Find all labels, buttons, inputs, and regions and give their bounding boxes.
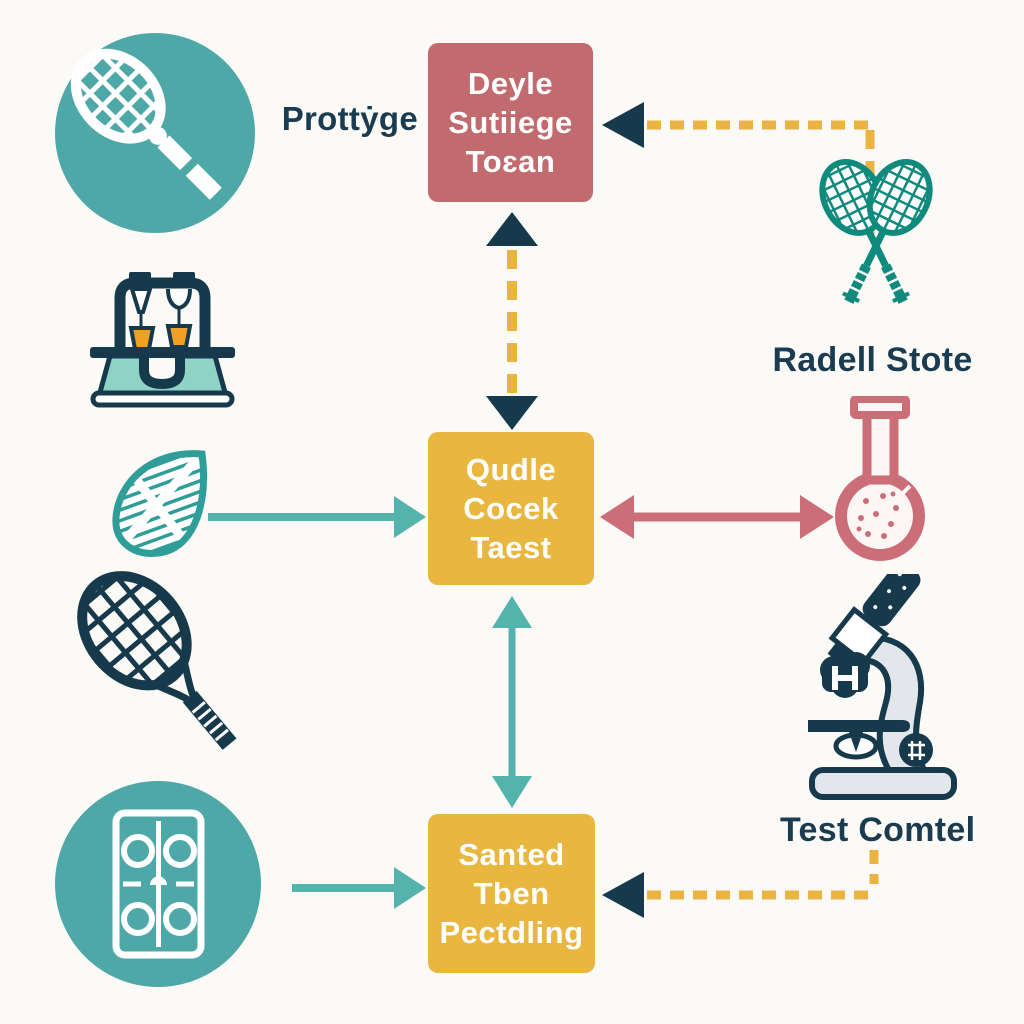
flow-box-bottom: Santed Tben Pectdling — [428, 814, 595, 973]
flow-box-top-line2: Sutiiege — [448, 105, 573, 140]
label-prototype: Prottẏge — [281, 100, 418, 137]
flow-box-top-line1: Deyle — [467, 66, 554, 101]
flow-box-bottom-line2: Tben — [473, 876, 550, 911]
flow-box-top: Deyle Sutiiege Toɛan — [428, 43, 593, 202]
dashed-arrow-top — [602, 102, 875, 234]
flow-box-middle: Qudle Cocek Taest — [428, 432, 594, 585]
court-diagram-in-teal-circle-icon — [55, 781, 261, 987]
flow-box-middle-line2: Cocek — [463, 491, 559, 526]
flow-box-bottom-line1: Santed — [458, 837, 565, 872]
shuttlecock-head-icon — [112, 450, 207, 557]
flow-box-middle-line1: Qudle — [465, 452, 557, 487]
flow-box-bottom-line3: Pectdling — [439, 915, 584, 950]
label-test-comtel: Test Comtel — [780, 811, 976, 849]
tennis-racket-icon — [60, 566, 237, 750]
microscope-icon — [808, 574, 957, 800]
rose-double-arrow-horizontal — [600, 495, 834, 539]
teal-arrow-middle-left — [208, 496, 426, 538]
teal-double-arrow-vertical — [492, 596, 532, 808]
testing-machine-icon — [90, 272, 235, 408]
label-radell-stote: Radell Stote — [772, 341, 973, 379]
round-flask-icon — [835, 396, 925, 561]
dashed-double-arrow-vertical — [486, 212, 538, 430]
crossed-rackets-icon — [811, 156, 941, 304]
dashed-arrow-bottom — [602, 850, 879, 918]
tennis-racket-in-teal-circle-icon — [55, 33, 255, 233]
teal-arrow-bottom-left — [292, 867, 426, 909]
flow-box-top-line3: Toɛan — [465, 144, 556, 179]
flow-box-middle-line3: Taest — [470, 530, 552, 565]
